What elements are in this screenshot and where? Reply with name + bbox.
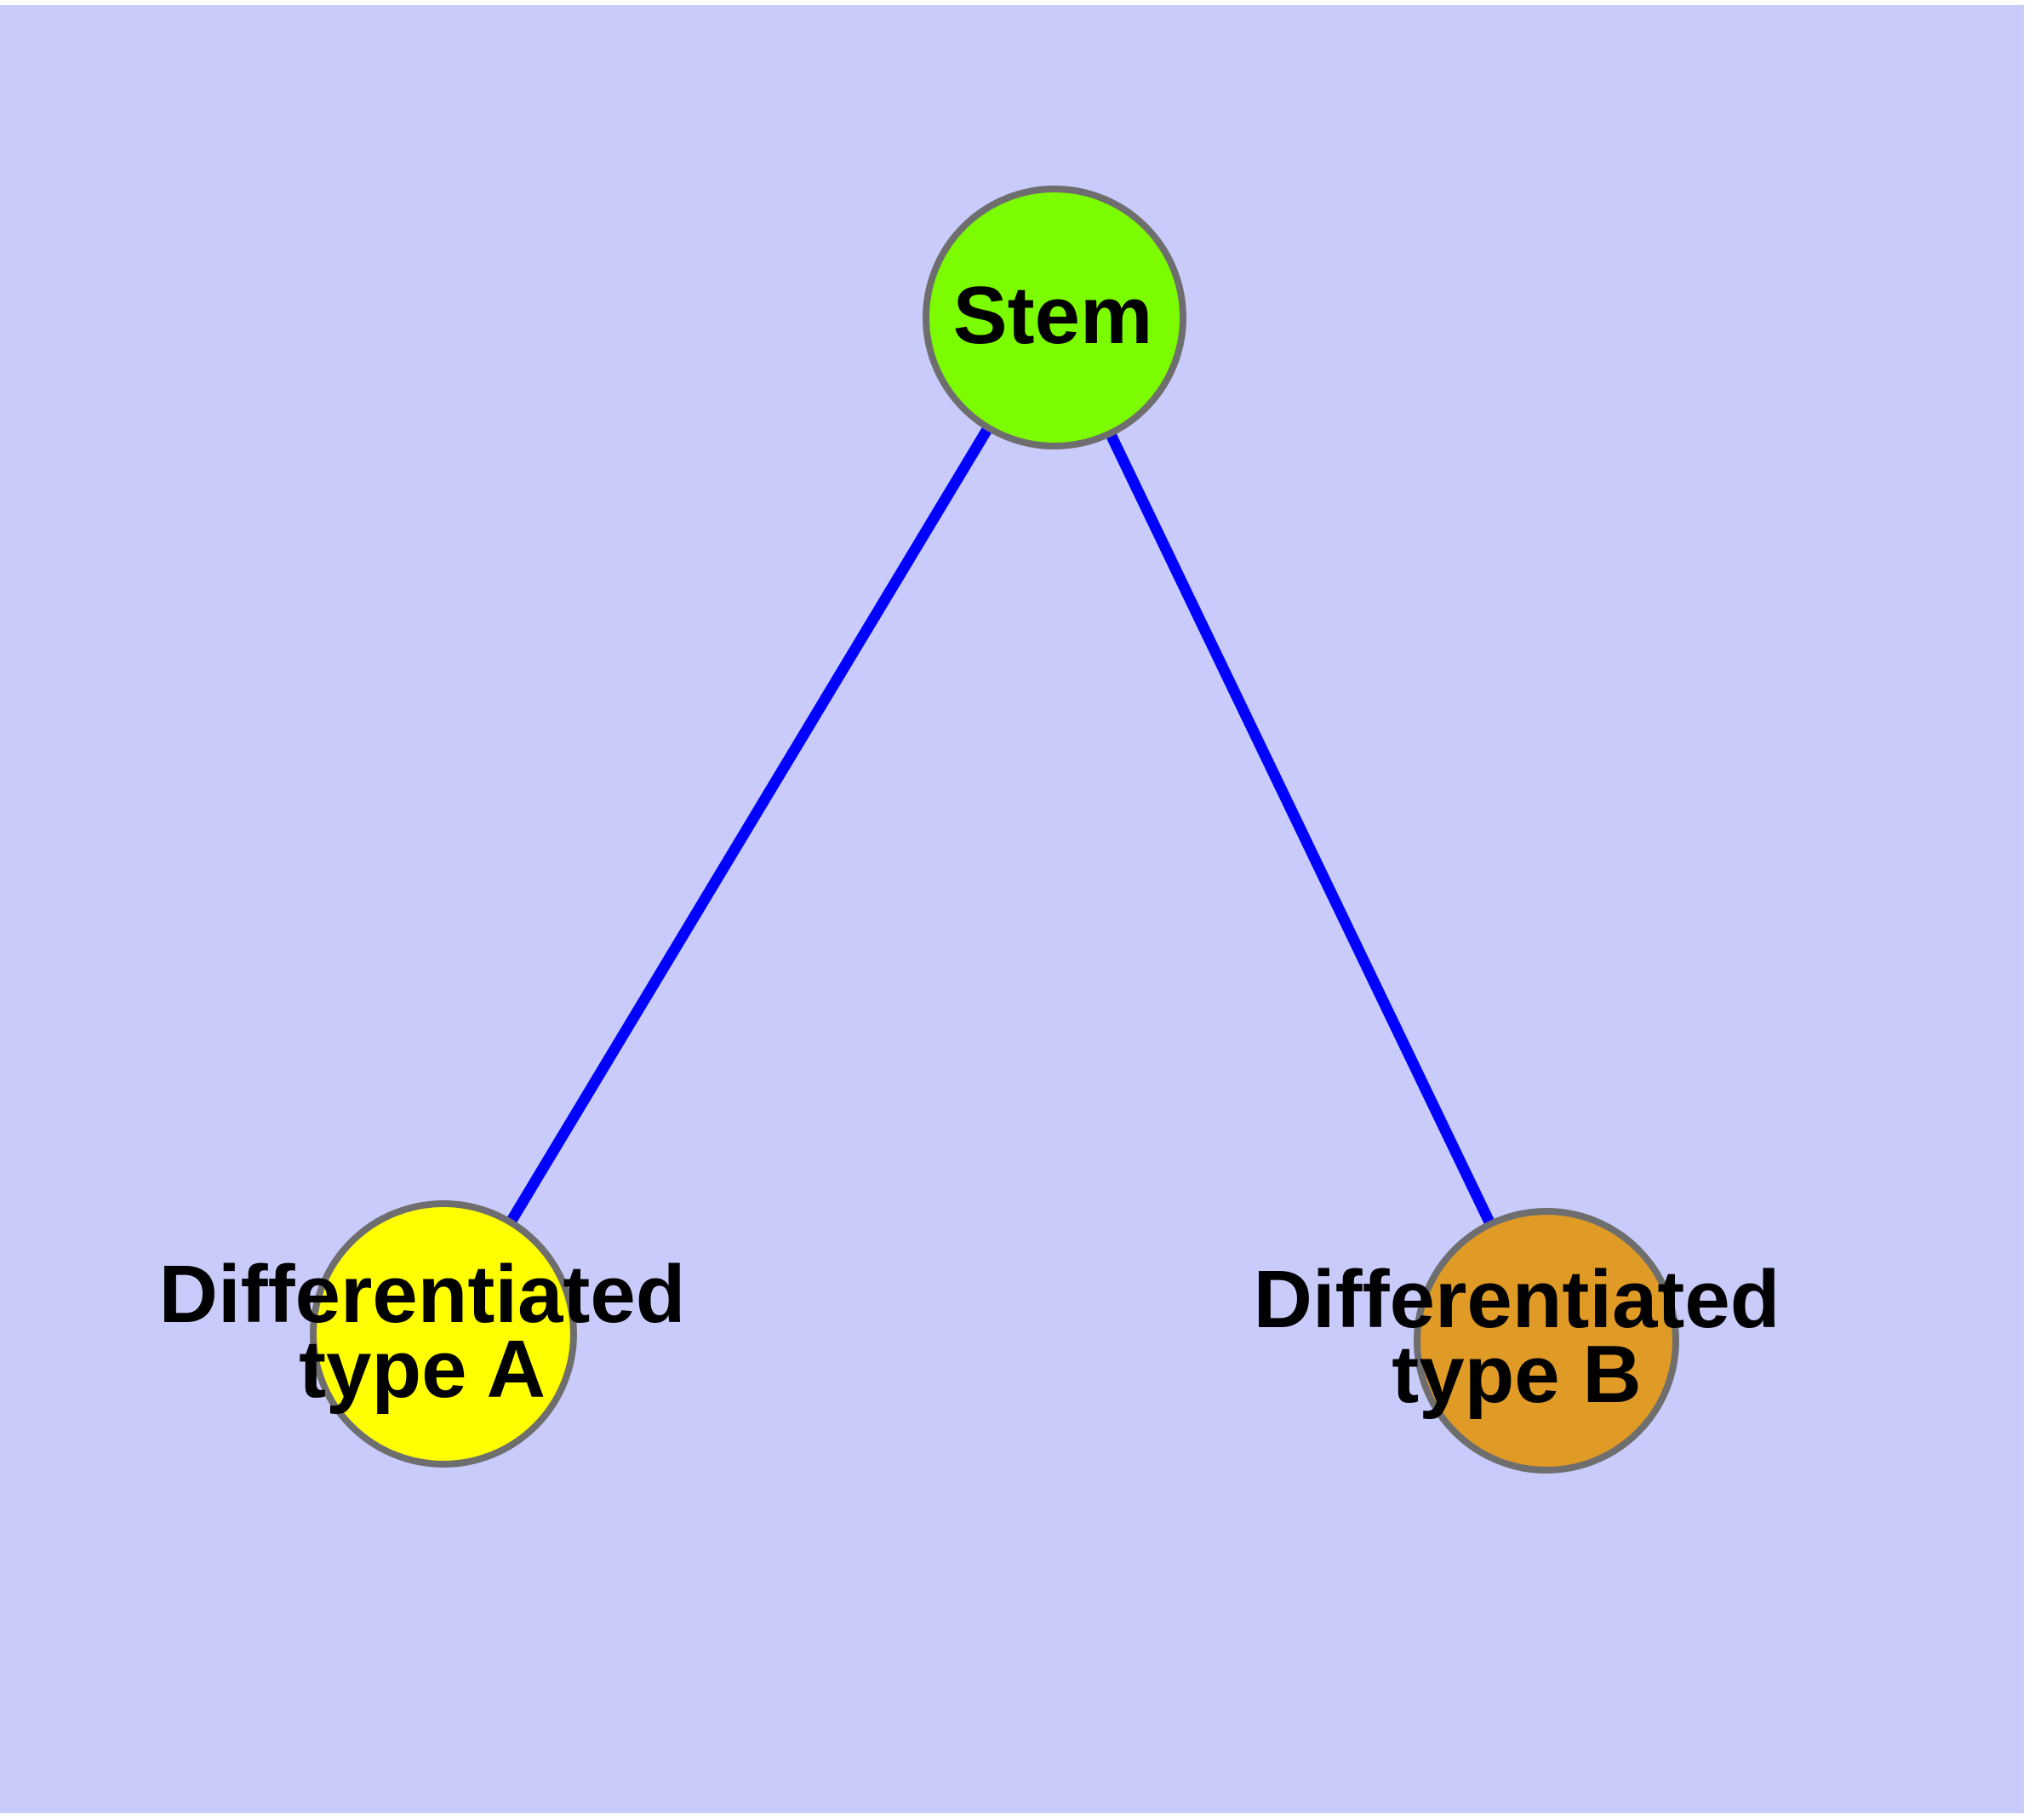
node-label-stem: Stem: [953, 270, 1153, 361]
edge-stem-to-diff-a[interactable]: [438, 314, 1060, 1337]
edges-group: [438, 314, 1552, 1343]
node-label-line: Differentiated: [159, 1249, 686, 1340]
node-label-line: type A: [299, 1325, 546, 1416]
node-circle-diff-b[interactable]: [1414, 1208, 1679, 1474]
node-stem[interactable]: Stem: [923, 186, 1186, 449]
node-circle-stem[interactable]: [923, 186, 1186, 449]
node-label-line: type B: [1392, 1330, 1641, 1421]
node-label-line: Stem: [953, 270, 1153, 361]
node-circle-diff-a[interactable]: [310, 1200, 577, 1468]
edge-stem-to-diff-b[interactable]: [1049, 315, 1552, 1343]
node-label-line: Differentiated: [1254, 1254, 1780, 1345]
